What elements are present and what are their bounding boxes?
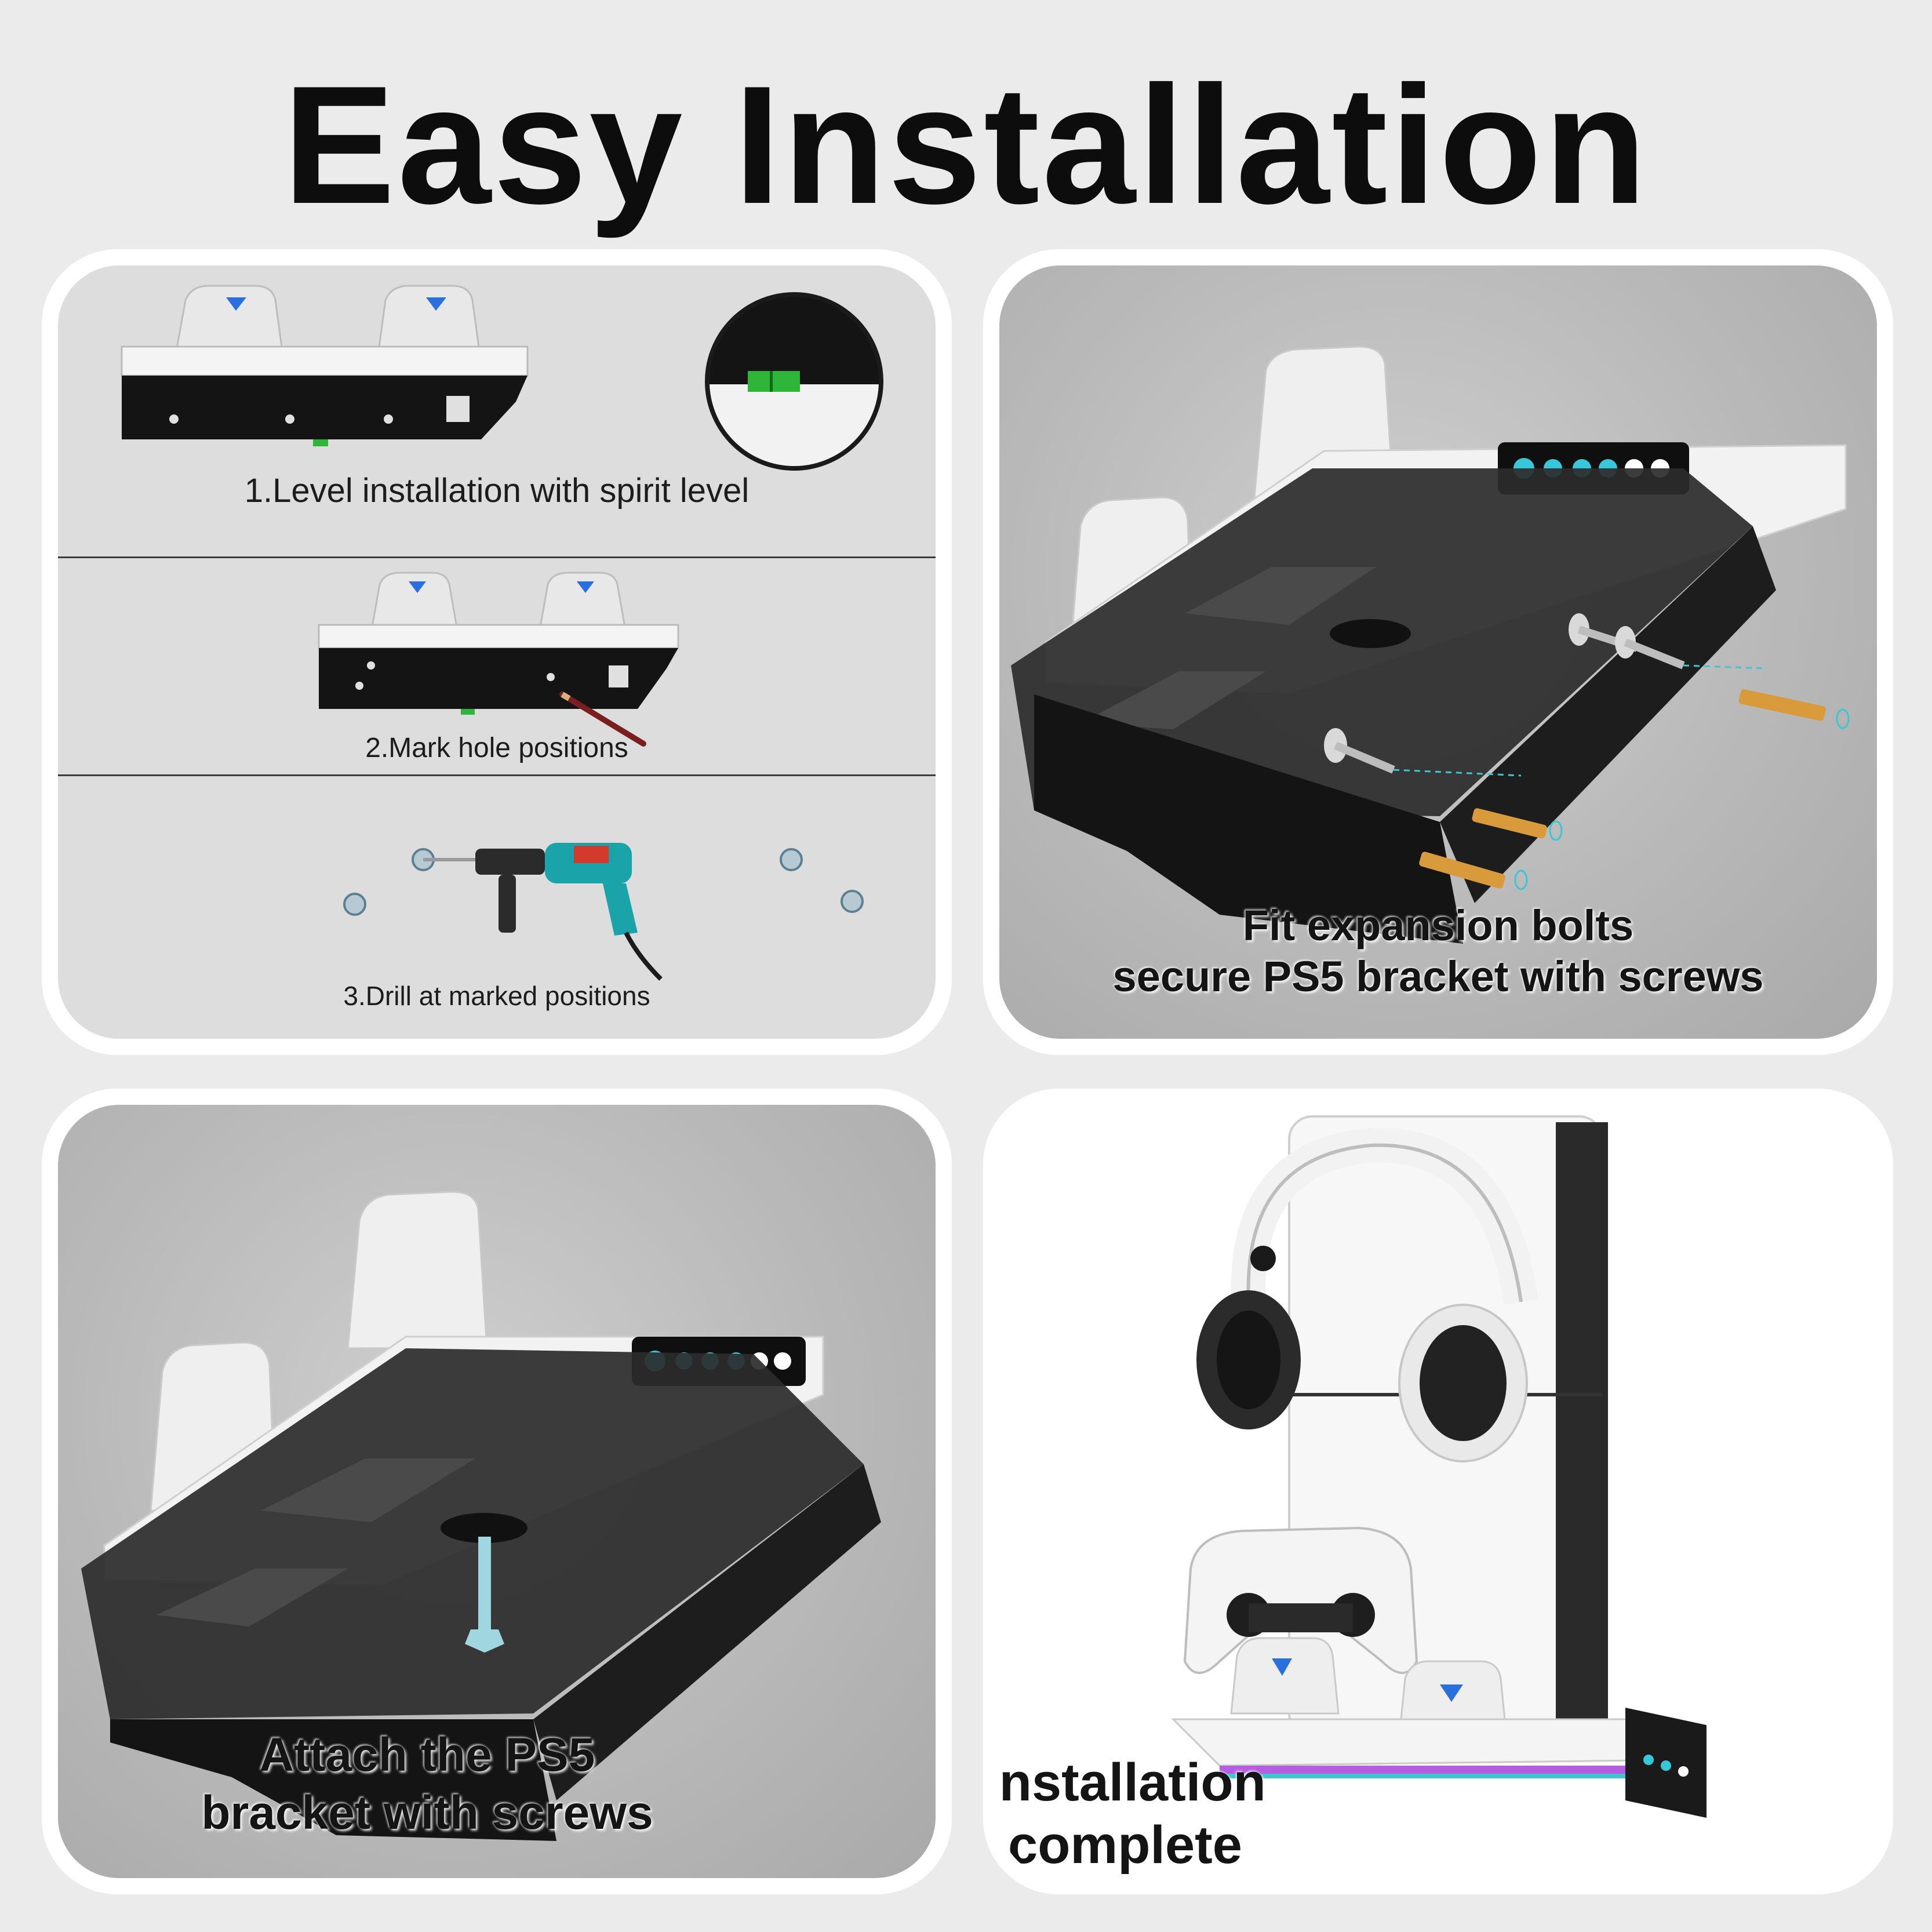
attach-panel: Attach the PS5 bracket with screws [58, 1105, 936, 1878]
pencil-icon [559, 692, 646, 747]
bolts-caption: Fit expansion bolts secure PS5 bracket w… [999, 900, 1877, 1002]
bracket-stand-illustration-1 [121, 285, 529, 446]
expansion-bolt-icon [1419, 689, 1850, 890]
step-level: 1.Level installation with spirit level [58, 265, 936, 556]
card-installation-complete: Installation complete [983, 1089, 1893, 1894]
step-drill: 3.Drill at marked positions [58, 776, 936, 1037]
bracket-attach-illustration [81, 1191, 881, 1841]
steps-panel: 1.Level installation with spirit level [58, 265, 936, 1039]
spirit-level-icon [705, 292, 883, 471]
drill-icon [423, 843, 663, 981]
controller-icon [1183, 1526, 1418, 1674]
bracket-bolts-illustration [1011, 345, 1850, 944]
attach-caption-line-1: Attach the PS5 [259, 1729, 595, 1781]
attach-caption: Attach the PS5 bracket with screws [58, 1726, 866, 1842]
bolts-caption-line-1: Fit expansion bolts [1242, 901, 1634, 949]
step-3-caption: 3.Drill at marked positions [343, 981, 650, 1011]
bracket-stand-illustration-2 [318, 572, 679, 747]
ps5-stand-illustration [1171, 1115, 1707, 1818]
card-expansion-bolts: Fit expansion bolts secure PS5 bracket w… [983, 249, 1893, 1055]
divider-2 [58, 774, 936, 776]
card-attach-bracket: Attach the PS5 bracket with screws [42, 1089, 952, 1894]
bolts-panel: Fit expansion bolts secure PS5 bracket w… [999, 265, 1877, 1039]
card-steps: 1.Level installation with spirit level [42, 249, 952, 1055]
complete-caption-line-2: complete [1008, 1815, 1242, 1875]
complete-caption-line-1: Installation [999, 1753, 1266, 1812]
step-2-caption: 2.Mark hole positions [365, 733, 628, 763]
drill-illustration [343, 843, 864, 981]
screw-icon [465, 1537, 504, 1653]
divider-1 [58, 556, 936, 558]
bolts-caption-line-2: secure PS5 bracket with screws [1112, 952, 1764, 1000]
step-1-caption: 1.Level installation with spirit level [244, 472, 749, 510]
screw-icon [1324, 613, 1685, 774]
headset-icon [1196, 1127, 1538, 1462]
complete-caption: Installation complete [999, 1751, 1564, 1876]
attach-caption-line-2: bracket with screws [201, 1787, 653, 1839]
complete-panel: Installation complete [999, 1105, 1877, 1878]
step-mark: 2.Mark hole positions [58, 558, 936, 773]
page-title: Easy Installation [283, 51, 1649, 239]
